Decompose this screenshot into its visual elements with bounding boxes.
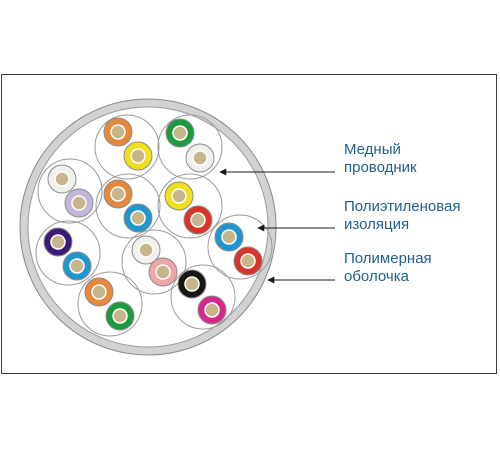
- conductor-red: [183, 205, 213, 235]
- copper-core: [112, 308, 128, 324]
- conductor-blue: [214, 222, 244, 252]
- conductor-white: [47, 164, 77, 194]
- copper-core: [204, 302, 220, 318]
- pair-outline-7: [121, 229, 187, 295]
- pair-outline-4: [95, 173, 161, 239]
- conductor-red: [233, 246, 263, 276]
- conductor-orange: [103, 179, 133, 209]
- sheath-label-line2: оболочка: [344, 268, 409, 285]
- copper-core: [155, 264, 171, 280]
- conductor-label: Медный проводник: [344, 141, 417, 177]
- conductor-pink: [148, 257, 178, 287]
- insulation-label-line2: изоляция: [344, 216, 410, 233]
- copper-core: [190, 212, 206, 228]
- pair-outline-10: [170, 264, 236, 330]
- insulation-label: Полиэтиленовая изоляция: [344, 198, 460, 234]
- conductor-yellow: [164, 181, 194, 211]
- pair-outlines: [35, 114, 273, 337]
- pair-outline-8: [207, 214, 273, 280]
- conductor-white: [131, 235, 161, 265]
- copper-core: [130, 210, 146, 226]
- conductors: [43, 117, 263, 331]
- conductor-lavender: [64, 188, 94, 218]
- conductor-orange: [103, 117, 133, 147]
- copper-core: [91, 284, 107, 300]
- pair-outline-9: [77, 271, 143, 337]
- sheath-label: Полимерная оболочка: [344, 250, 432, 286]
- copper-core: [184, 276, 200, 292]
- copper-core: [71, 195, 87, 211]
- copper-core: [221, 229, 237, 245]
- conductor-label-line2: проводник: [344, 159, 417, 176]
- copper-core: [50, 234, 66, 250]
- pair-outline-2: [157, 114, 223, 180]
- copper-core: [192, 150, 208, 166]
- copper-core: [172, 125, 188, 141]
- conductor-white: [185, 143, 215, 173]
- insulation-label-line1: Полиэтиленовая: [344, 198, 461, 215]
- sheath-label-line1: Полимерная: [344, 250, 432, 267]
- copper-core: [171, 188, 187, 204]
- copper-core: [240, 253, 256, 269]
- conductor-yellow: [123, 141, 153, 171]
- conductor-blue: [62, 251, 92, 281]
- conductor-label-line1: Медный: [344, 141, 401, 158]
- conductor-green: [105, 301, 135, 331]
- copper-core: [54, 171, 70, 187]
- pair-outline-5: [157, 173, 223, 239]
- copper-core: [110, 186, 126, 202]
- copper-core: [130, 148, 146, 164]
- conductor-black: [177, 269, 207, 299]
- copper-core: [138, 242, 154, 258]
- copper-core: [69, 258, 85, 274]
- conductor-green: [165, 118, 195, 148]
- copper-core: [110, 124, 126, 140]
- pair-outline-6: [35, 220, 101, 286]
- conductor-blue: [123, 203, 153, 233]
- pair-outline-1: [94, 114, 160, 180]
- conductor-magenta: [197, 295, 227, 325]
- pair-outline-3: [37, 158, 103, 224]
- conductor-purple: [43, 227, 73, 257]
- conductor-orange: [84, 277, 114, 307]
